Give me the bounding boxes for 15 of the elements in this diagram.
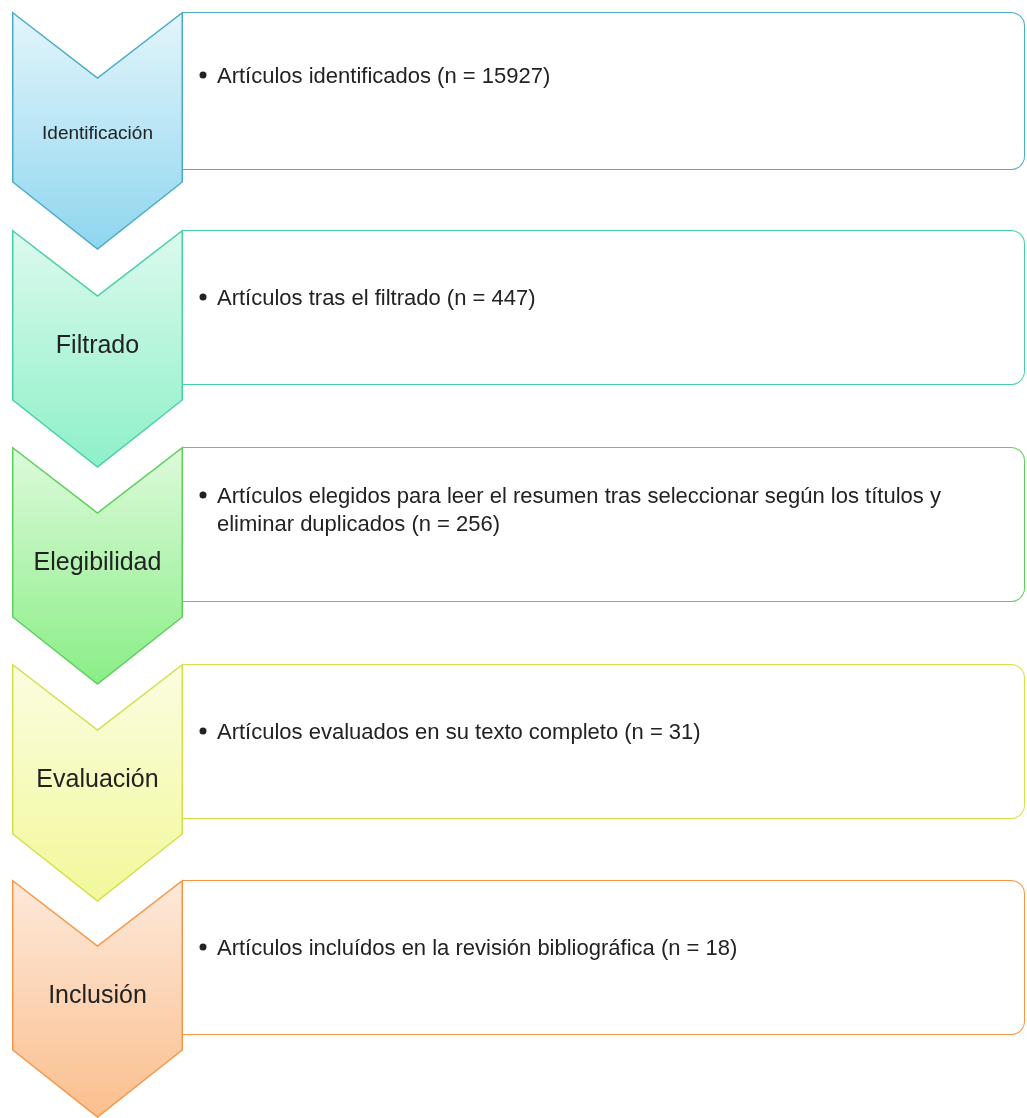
stage-box (183, 447, 1025, 602)
stage-description: Artículos elegidos para leer el resumen tras seleccionar según los títulos y eliminar duplicados (n = 256) (217, 482, 942, 537)
stage-description: Artículos incluídos en la revisión bibliográfica (n = 18) (217, 933, 739, 962)
stage-label: Evaluación (35, 764, 160, 793)
stage-label: Elegibilidad (32, 547, 163, 576)
stage-label: Identificación (41, 122, 154, 144)
stage-description: Artículos tras el filtrado (n = 447) (217, 283, 537, 312)
stage-box (183, 880, 1025, 1035)
stage-box (183, 664, 1025, 819)
stage-description: Artículos identificados (n = 15927) (217, 62, 552, 90)
stage-label: Inclusión (47, 980, 148, 1009)
stage-description: Artículos evaluados en su texto completo (n = 31) (217, 717, 702, 746)
stage-box (183, 12, 1025, 170)
stage-label: Filtrado (54, 330, 141, 359)
stage-box (183, 230, 1025, 385)
